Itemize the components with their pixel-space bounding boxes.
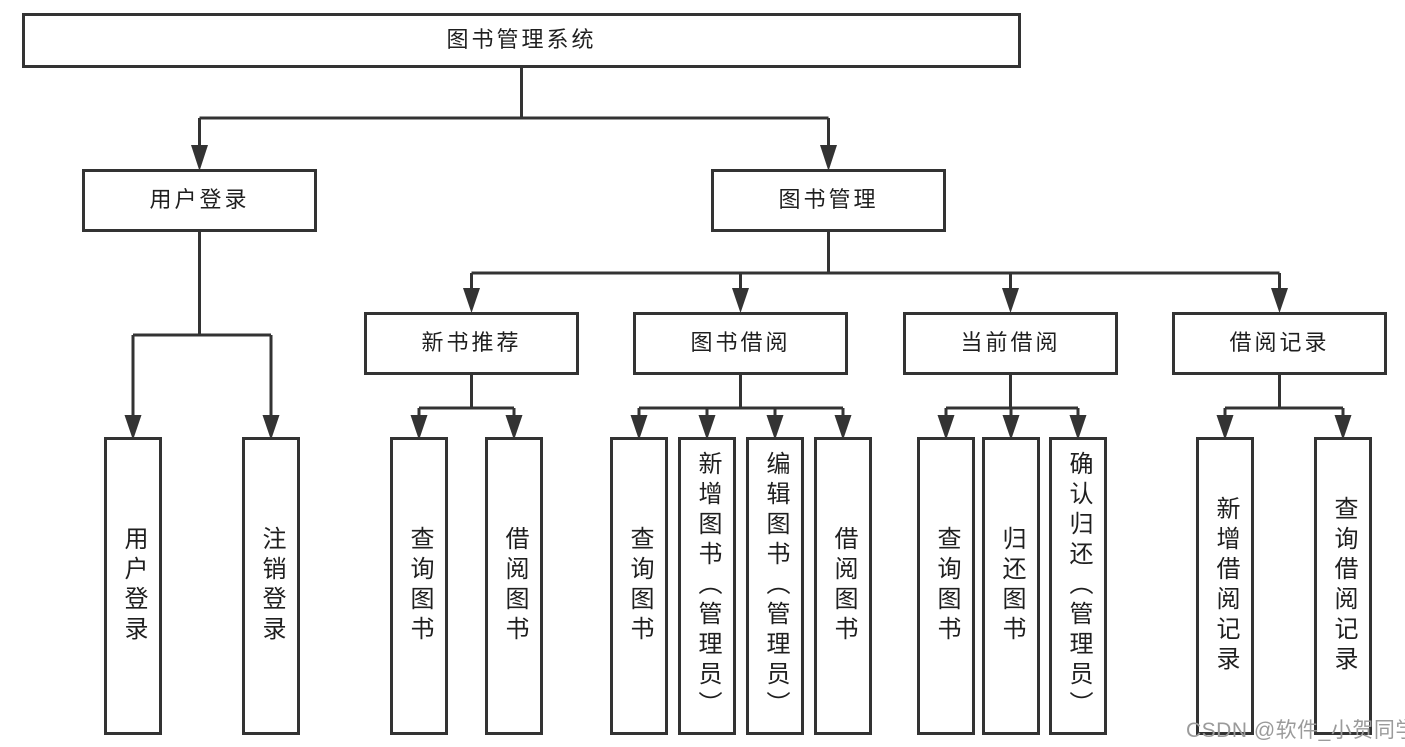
arrowhead-icon	[191, 145, 208, 171]
arrowhead-icon	[698, 415, 716, 440]
leaf-borrow-books-recommend: 借阅图书	[485, 437, 543, 735]
leaf-add-borrow-record: 新增借阅记录	[1196, 437, 1254, 735]
arrowhead-icon	[820, 145, 837, 171]
node-user-login: 用户登录	[82, 169, 317, 232]
leaf-search-books-borrowing: 查询图书	[610, 437, 668, 735]
leaf-add-books-admin: 新增图书（管理员）	[678, 437, 736, 735]
arrowhead-icon	[262, 415, 280, 440]
watermark: CSDN @软件_小贺同学	[1186, 719, 1405, 742]
leaf-edit-books-admin: 编辑图书（管理员）	[746, 437, 804, 735]
node-book-borrowing: 图书借阅	[633, 312, 848, 375]
arrowhead-icon	[1216, 415, 1234, 440]
node-borrowing-records: 借阅记录	[1172, 312, 1387, 375]
arrowhead-icon	[937, 415, 955, 440]
arrowhead-icon	[124, 415, 142, 440]
arrowhead-icon	[1002, 288, 1019, 313]
node-current-borrowing: 当前借阅	[903, 312, 1118, 375]
arrowhead-icon	[463, 288, 480, 313]
node-library-management-system: 图书管理系统	[22, 13, 1021, 68]
arrowhead-icon	[732, 288, 749, 313]
arrowheads	[124, 145, 1352, 440]
arrowhead-icon	[630, 415, 648, 440]
connector-lines	[131, 68, 1345, 418]
leaf-user-login: 用户登录	[104, 437, 162, 735]
leaf-confirm-return-admin: 确认归还（管理员）	[1049, 437, 1107, 735]
leaf-search-books-current: 查询图书	[917, 437, 975, 735]
node-book-management: 图书管理	[711, 169, 946, 232]
node-new-book-recommendation: 新书推荐	[364, 312, 579, 375]
arrowhead-icon	[1334, 415, 1352, 440]
leaf-search-books-recommend: 查询图书	[390, 437, 448, 735]
arrowhead-icon	[834, 415, 852, 440]
leaf-search-borrow-record: 查询借阅记录	[1314, 437, 1372, 735]
leaf-logout: 注销登录	[242, 437, 300, 735]
arrowhead-icon	[766, 415, 784, 440]
arrowhead-icon	[1271, 288, 1288, 313]
leaf-borrow-books-borrowing: 借阅图书	[814, 437, 872, 735]
arrowhead-icon	[1002, 415, 1020, 440]
arrowhead-icon	[505, 415, 523, 440]
arrowhead-icon	[410, 415, 428, 440]
leaf-return-books: 归还图书	[982, 437, 1040, 735]
arrowhead-icon	[1069, 415, 1087, 440]
